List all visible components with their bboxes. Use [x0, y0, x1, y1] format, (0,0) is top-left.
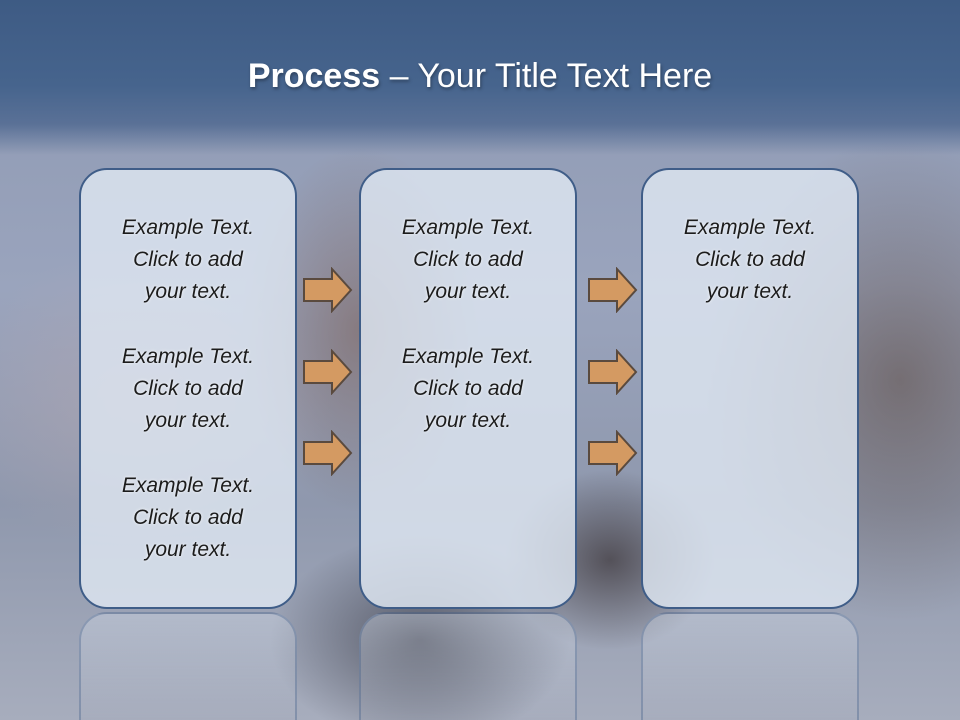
- title-bold: Process: [247, 57, 381, 95]
- right-arrow-icon: [588, 349, 638, 395]
- box-text[interactable]: Example Text. Click to add your text.: [121, 474, 255, 561]
- box-text[interactable]: Example Text. Click to add your text.: [683, 216, 817, 303]
- right-arrow-icon: [588, 267, 638, 313]
- box-reflection-1: [79, 612, 297, 720]
- box-reflection-2: [359, 612, 577, 720]
- right-arrow-icon: [588, 430, 638, 476]
- process-box-3[interactable]: Example Text. Click to add your text.: [641, 168, 859, 609]
- box-text[interactable]: Example Text. Click to add your text.: [401, 216, 535, 303]
- box-text[interactable]: Example Text. Click to add your text.: [401, 345, 535, 432]
- right-arrow-icon: [303, 430, 353, 476]
- process-box-2[interactable]: Example Text. Click to add your text. Ex…: [359, 168, 577, 609]
- title-rest: – Your Title Text Here: [380, 57, 713, 95]
- right-arrow-icon: [303, 349, 353, 395]
- right-arrow-icon: [303, 267, 353, 313]
- title-band: [0, 0, 960, 155]
- box-text[interactable]: Example Text. Click to add your text.: [121, 345, 255, 432]
- box-reflection-3: [641, 612, 859, 720]
- process-box-1[interactable]: Example Text. Click to add your text. Ex…: [79, 168, 297, 609]
- box-text[interactable]: Example Text. Click to add your text.: [121, 216, 255, 303]
- slide-title[interactable]: Process – Your Title Text Here: [0, 52, 960, 100]
